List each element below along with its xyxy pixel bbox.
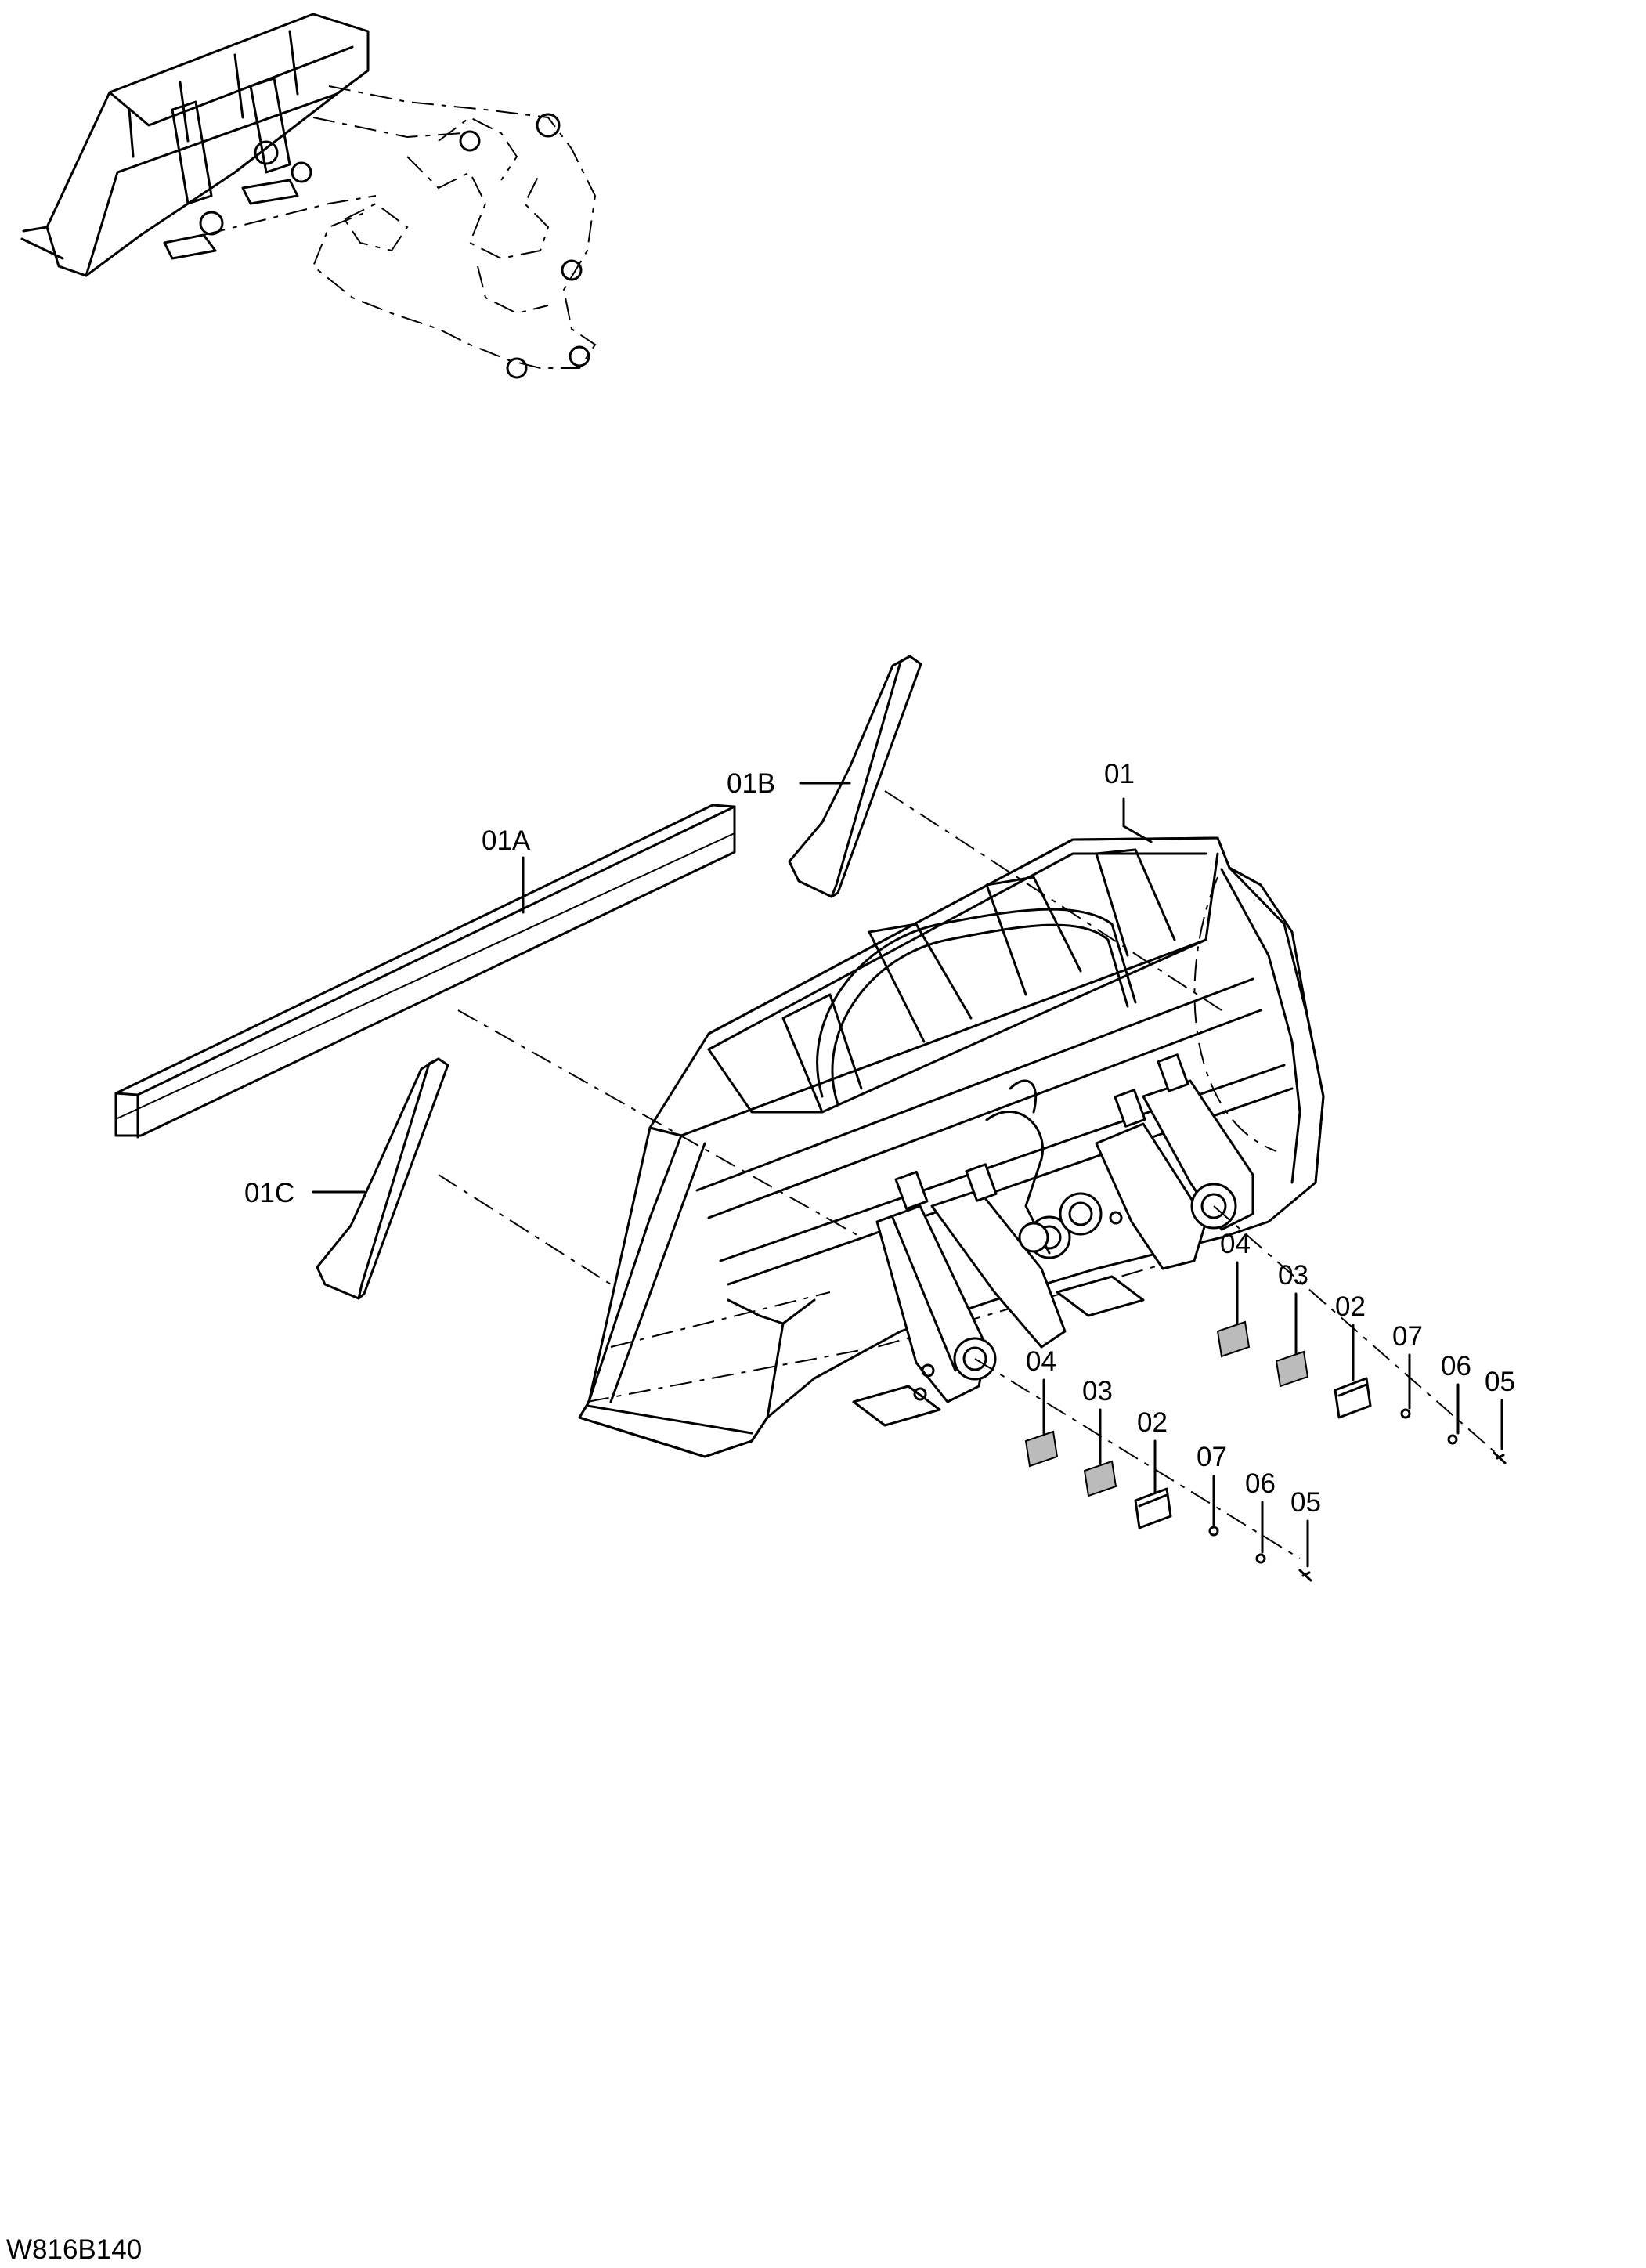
callout-right-03: 03: [1278, 1260, 1308, 1291]
callout-01b: 01B: [727, 768, 775, 799]
callout-left-03: 03: [1082, 1376, 1113, 1407]
leader-lines: [312, 782, 1503, 1568]
left-washer-06-part: [1255, 1553, 1266, 1564]
fastener-stack-right: [1216, 1320, 1507, 1464]
callout-right-04: 04: [1220, 1229, 1251, 1259]
right-shim-03-part: [1275, 1350, 1309, 1388]
right-plate-02-part: [1334, 1377, 1372, 1419]
callout-01a: 01A: [482, 825, 531, 856]
side-cutter-01c: [316, 1057, 449, 1300]
callout-01: 01: [1104, 759, 1135, 789]
callout-01c: 01C: [244, 1178, 294, 1208]
callout-right-06: 06: [1441, 1351, 1471, 1381]
callout-right-07: 07: [1392, 1321, 1423, 1352]
location-view: [20, 13, 597, 379]
left-shim-04-part: [1024, 1430, 1059, 1468]
callout-left-07: 07: [1197, 1442, 1227, 1472]
left-bolt-05-part: [1298, 1569, 1312, 1582]
bucket-01: [438, 790, 1496, 1559]
callout-left-02: 02: [1137, 1407, 1168, 1438]
right-shim-04-part: [1216, 1320, 1251, 1358]
right-washer-07-part: [1400, 1408, 1411, 1419]
callout-right-02: 02: [1335, 1291, 1366, 1322]
left-washer-07-part: [1208, 1526, 1219, 1537]
right-bolt-05-part: [1493, 1451, 1507, 1464]
left-plate-02-part: [1134, 1487, 1172, 1529]
fastener-stack-left: [1024, 1430, 1312, 1582]
callout-left-05: 05: [1290, 1487, 1321, 1518]
left-shim-03-part: [1083, 1460, 1117, 1497]
drawing-code: W816B140: [6, 2234, 142, 2265]
callout-right-05: 05: [1485, 1367, 1515, 1397]
side-cutter-01b: [788, 655, 922, 898]
callout-left-04: 04: [1026, 1346, 1056, 1377]
callout-left-06: 06: [1245, 1468, 1276, 1499]
cutting-edge-01a: [114, 804, 736, 1139]
right-washer-06-part: [1447, 1434, 1458, 1445]
